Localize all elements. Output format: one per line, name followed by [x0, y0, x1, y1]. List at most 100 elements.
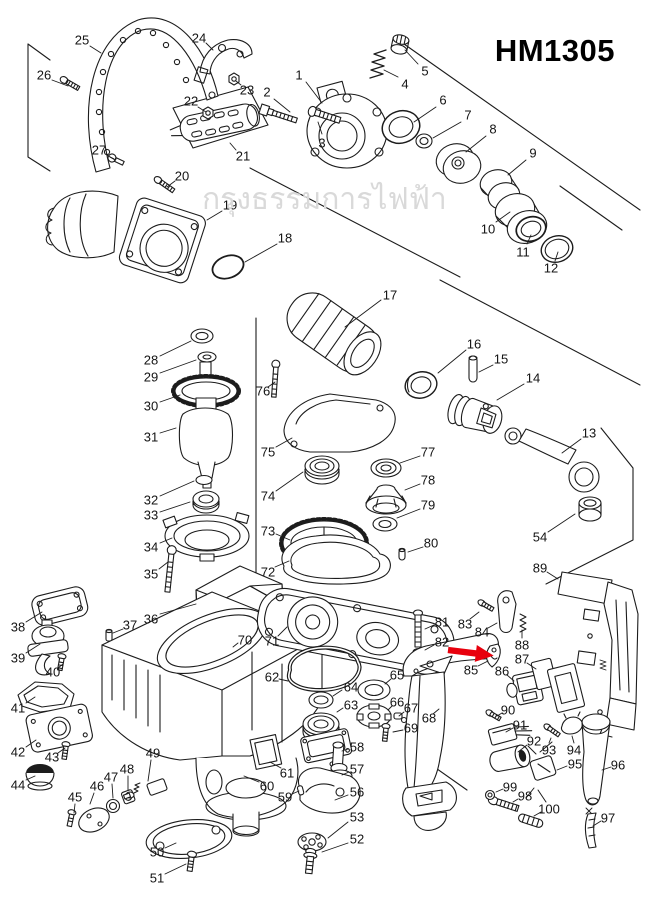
- leader-line: [51, 79, 69, 87]
- ring-64-drawing: [308, 691, 334, 709]
- part-label: 5: [421, 64, 428, 79]
- o-ring-18-drawing: [211, 254, 245, 280]
- bolt-2-drawing: [258, 103, 298, 124]
- clip-95-drawing: [525, 741, 557, 803]
- crank-region-drawing: [249, 359, 455, 875]
- part-label: 53: [350, 810, 364, 825]
- leader-line: [232, 642, 239, 648]
- part-label: 64: [344, 680, 358, 695]
- part-label: 84: [475, 625, 489, 640]
- leader-line: [159, 480, 195, 497]
- leader-line: [25, 739, 37, 748]
- leader-line: [277, 626, 288, 637]
- leader-line: [89, 45, 102, 54]
- leader-line: [341, 748, 349, 752]
- part-label: 11: [516, 245, 530, 260]
- leader-line: [387, 705, 393, 711]
- part-label: 28: [144, 353, 158, 368]
- leader-line: [159, 603, 197, 615]
- connecting-rod-drawing: [504, 427, 600, 493]
- leader-line: [159, 394, 181, 403]
- part-label: 9: [529, 146, 536, 161]
- leader-lines: [25, 42, 612, 875]
- leader-line: [25, 696, 36, 704]
- part-label: 25: [75, 33, 89, 48]
- leader-line: [336, 707, 344, 713]
- part-label: 22: [184, 94, 198, 109]
- leader-line: [507, 159, 527, 176]
- leader-line: [432, 708, 440, 715]
- part-label: 89: [533, 561, 547, 576]
- leader-line: [274, 560, 290, 568]
- part-label: 42: [11, 745, 25, 760]
- part-label: 52: [350, 832, 364, 847]
- nut-23-drawing: [228, 72, 240, 86]
- leader-line: [112, 628, 124, 634]
- part-label: 3: [318, 136, 325, 151]
- part-label: 6: [439, 93, 446, 108]
- part-label: 14: [526, 371, 540, 386]
- gear-78-drawing: [365, 484, 407, 515]
- screw-35-drawing: [164, 545, 177, 593]
- part-label: 8: [489, 122, 496, 137]
- part-label: 76: [256, 384, 270, 399]
- part-label: 74: [261, 489, 275, 504]
- part-label: 62: [265, 670, 279, 685]
- rear-handle-drawing: [557, 571, 639, 738]
- leader-line: [341, 771, 350, 776]
- cap-5-drawing: [390, 34, 410, 55]
- bolt-52-drawing: [303, 847, 318, 875]
- leader-line: [392, 729, 404, 733]
- piston-14-drawing: [447, 394, 503, 434]
- part-label: 44: [11, 778, 25, 793]
- part-label: 12: [544, 261, 558, 276]
- part-label: 78: [421, 473, 435, 488]
- part-label: 82: [435, 635, 449, 650]
- part-label: 73: [261, 524, 275, 539]
- part-label: 49: [146, 746, 160, 761]
- brush-49-drawing: [122, 778, 168, 800]
- leader-line: [334, 794, 349, 801]
- part-label: 79: [421, 498, 435, 513]
- leader-line: [554, 251, 559, 262]
- spring-4-drawing: [369, 49, 387, 79]
- part-label: 92: [527, 734, 541, 749]
- leader-line: [275, 437, 293, 448]
- leader-line: [404, 49, 419, 65]
- leader-line: [526, 234, 532, 245]
- part-label: 16: [467, 337, 481, 352]
- gasket-58-drawing: [300, 728, 353, 764]
- leader-line: [407, 546, 424, 553]
- part-label: 63: [344, 698, 358, 713]
- bolt-3-drawing: [307, 105, 342, 124]
- screw-69-drawing: [381, 723, 391, 742]
- gear-housing-drawing: [45, 190, 206, 284]
- leader-line: [556, 765, 568, 771]
- part-label: 85: [464, 663, 478, 678]
- leader-line: [437, 349, 467, 374]
- pin-80-drawing: [398, 547, 406, 561]
- model-title: HM1305: [494, 33, 615, 68]
- part-label: 35: [144, 567, 158, 582]
- part-label: 20: [175, 169, 189, 184]
- part-label: 93: [542, 743, 556, 758]
- cylinder-drawing: [286, 292, 382, 376]
- leader-line: [243, 775, 260, 783]
- leader-line: [547, 513, 576, 533]
- part-label: 87: [515, 652, 529, 667]
- leader-line: [159, 359, 197, 374]
- leader-line: [25, 611, 43, 623]
- leader-line: [164, 863, 187, 875]
- part-label: 99: [503, 780, 517, 795]
- lower-right-parts-drawing: [484, 709, 611, 849]
- plate-61-drawing: [249, 734, 283, 770]
- leader-line: [526, 662, 537, 670]
- part-label: 67: [404, 701, 418, 716]
- leader-line: [344, 299, 382, 328]
- leader-line: [269, 761, 282, 769]
- part-label: 61: [280, 766, 294, 781]
- red-arrow: [447, 644, 494, 662]
- leader-line: [506, 674, 515, 682]
- part-label: 60: [260, 779, 274, 794]
